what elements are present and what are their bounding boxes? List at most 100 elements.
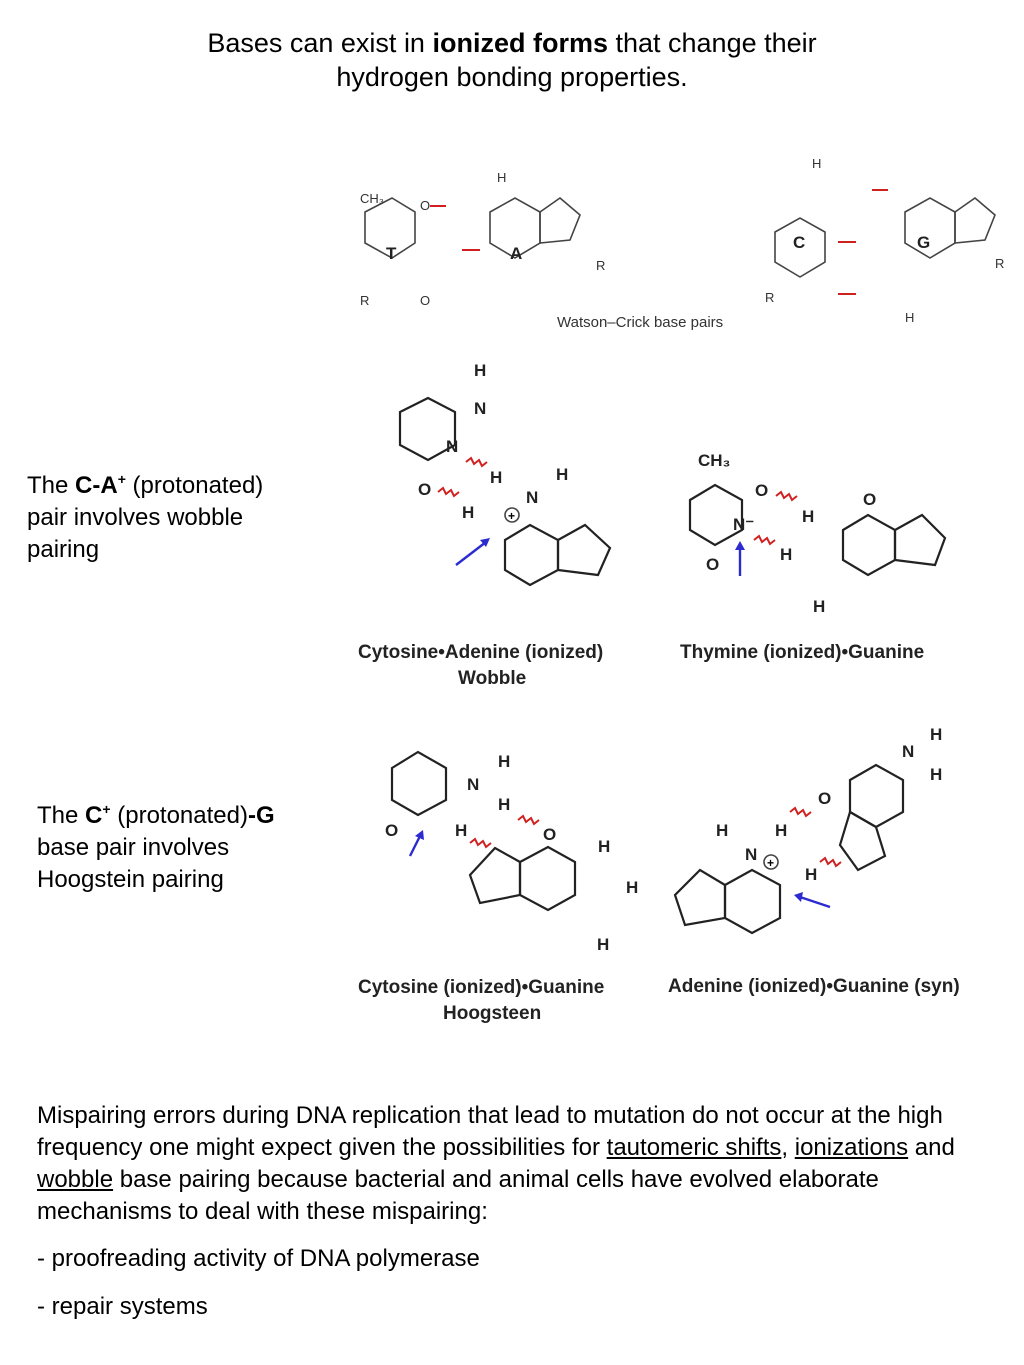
ca-arrow [455, 541, 487, 566]
cg-o6: O [543, 825, 556, 844]
tg-n-minus: N⁻ [733, 515, 754, 534]
note-cg-bold-g: -G [247, 802, 275, 829]
wc-t-o4: O [420, 198, 430, 213]
slide-title: Bases can exist in ionized forms that ch… [0, 26, 1024, 94]
cg-hbond-2 [469, 837, 492, 849]
ca-arrowhead [480, 538, 490, 547]
ag-adenine-ring6 [723, 868, 782, 935]
note-cg-bold-c: C [85, 802, 103, 829]
caption-ca-1: Cytosine•Adenine (ionized) [358, 642, 603, 663]
bullet-repair: - repair systems [37, 1293, 208, 1320]
caption-cg-2: Hoogsteen [443, 1003, 541, 1024]
ca-adenine-ring5 [556, 523, 612, 577]
ca-h-top: H [474, 361, 486, 380]
tg-hbond-2 [753, 534, 776, 546]
adenine-ring5 [539, 196, 581, 244]
note-ca-sup: + [117, 471, 126, 487]
bullet-proofreading: - proofreading activity of DNA polymeras… [37, 1245, 480, 1272]
ca-o2: O [418, 480, 431, 499]
ag-syn-structure: N H H O H H N H + [673, 725, 942, 935]
cg-h-2: H [498, 795, 510, 814]
note-cg-the: The [37, 802, 86, 829]
ca-plus: + [508, 509, 515, 523]
ca-plus-circle [504, 507, 520, 523]
wc-c-r: R [765, 290, 774, 305]
cg-cytosine-ring [390, 750, 448, 817]
tg-ch3: CH₃ [698, 451, 730, 470]
cg-n-amino: N [467, 775, 479, 794]
wc-label-t: T [386, 244, 397, 263]
cg-h-5: H [626, 878, 638, 897]
thymine-ring [364, 197, 416, 259]
ca-h-3: H [556, 465, 568, 484]
para-link-tautomeric: tautomeric shifts [606, 1134, 782, 1161]
para-text-2: , [781, 1134, 795, 1161]
ag-adenine-ring5 [673, 868, 727, 927]
ca-n3: N [446, 437, 458, 456]
cg-arrowhead [415, 830, 424, 840]
tg-h-2: H [780, 545, 792, 564]
wc-a-r: R [596, 258, 605, 273]
wc-a-h: H [497, 170, 506, 185]
cg-o2: O [385, 821, 398, 840]
cytosine-ring [774, 217, 826, 278]
tg-thymine-ring [688, 483, 744, 547]
wc-t-r: R [360, 293, 369, 308]
ca-hbond-1 [465, 456, 488, 468]
tg-o2: O [706, 555, 719, 574]
tg-h-1: H [802, 507, 814, 526]
cg-guanine-ring6 [518, 845, 577, 912]
ca-n6: N [526, 488, 538, 507]
title-text-post: that change their [607, 28, 817, 58]
wc-t-ch3: CH₃ [360, 191, 384, 206]
cg-h-6: H [597, 935, 609, 954]
note-cg-hoogsteen: The C+ (protonated)-G base pair involves… [37, 793, 275, 896]
ag-h-3: H [716, 821, 728, 840]
tg-o4: O [755, 481, 768, 500]
ag-arrowhead [794, 892, 803, 902]
note-ca-wobble: The C-A+ (protonated) pair involves wobb… [27, 463, 263, 566]
tg-guanine-ring6 [841, 513, 897, 577]
ag-plus: + [767, 856, 774, 870]
ag-h-2: H [930, 765, 942, 784]
guanine-ring5 [954, 196, 996, 244]
ag-hbond-1 [789, 806, 812, 818]
wc-t-o2: O [420, 293, 430, 308]
para-text-1: Mispairing errors during DNA replication… [37, 1102, 943, 1161]
ag-plus-circle [763, 854, 779, 870]
ag-h-5: H [805, 865, 817, 884]
mispairing-paragraph: Mispairing errors during DNA replication… [37, 1100, 997, 1228]
tg-h-3: H [813, 597, 825, 616]
tg-arrowhead [735, 541, 745, 550]
cg-hoogsteen-structure: N H H O H O H H H [385, 750, 638, 954]
ag-h-4: H [775, 821, 787, 840]
title-text-pre: Bases can exist in [207, 28, 433, 58]
note-ca-line3: pairing [27, 536, 100, 563]
para-text-4: base pairing because bacterial and anima… [37, 1166, 879, 1225]
ca-hbond-2 [437, 486, 460, 498]
ag-guanine-ring5 [838, 810, 887, 872]
para-link-wobble: wobble [37, 1166, 114, 1193]
ca-adenine-ring6 [503, 523, 560, 587]
wc-caption: Watson–Crick base pairs [557, 314, 723, 331]
caption-cg-1: Cytosine (ionized)•Guanine [358, 977, 604, 998]
para-text-3: and [908, 1134, 955, 1161]
wc-g-r: R [995, 256, 1004, 271]
cg-hbond-1 [517, 814, 540, 826]
wc-label-g: G [917, 233, 930, 252]
ag-hbond-2 [819, 856, 842, 868]
tg-guanine-ring5 [893, 513, 947, 567]
note-cg-line2: base pair involves [37, 834, 230, 861]
ca-cytosine-ring [398, 396, 457, 462]
note-cg-line3: Hoogstein pairing [37, 866, 224, 893]
wc-g-h: H [905, 310, 914, 325]
ag-n-amino: N [902, 742, 914, 761]
note-cg-sup: + [102, 801, 111, 817]
watson-crick-panel: T CH₃ O O R A H R C H R G R H Watson–Cri… [360, 156, 1004, 331]
cg-arrow [408, 835, 422, 857]
ag-h-1: H [930, 725, 942, 744]
tg-o6: O [863, 490, 876, 509]
title-bold: ionized forms [432, 28, 608, 58]
ca-h-1: H [490, 468, 502, 487]
